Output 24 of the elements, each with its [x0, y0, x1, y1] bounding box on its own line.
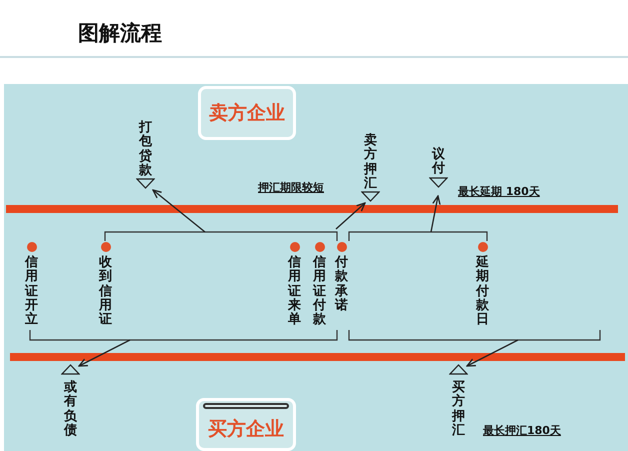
arrow: [78, 339, 130, 367]
company-name: 卖方企业: [209, 100, 285, 126]
vertical-label: 打包贷款: [139, 121, 152, 178]
vertical-label: 收到信用证: [99, 256, 112, 328]
vertical-label: 信用证开立: [25, 256, 38, 328]
note: 最长延期 180天: [458, 184, 540, 200]
company-name: 买方企业: [208, 417, 284, 442]
vertical-label: 议付: [432, 148, 445, 177]
arrow: [466, 339, 518, 367]
vertical-label: 或有负债: [64, 381, 77, 438]
title: 图解流程: [78, 20, 162, 47]
arrow: [152, 189, 206, 232]
vertical-label: 买方押汇: [452, 381, 465, 438]
vertical-label: 信用证付款: [313, 256, 326, 328]
note: 押汇期限较短: [258, 180, 324, 196]
note: 最长押汇180天: [483, 423, 561, 439]
arrow: [336, 202, 366, 230]
vertical-label: 卖方押汇: [364, 134, 377, 192]
vertical-label: 延期付款日: [476, 256, 489, 328]
company-box: [196, 398, 296, 451]
arrow: [430, 195, 441, 232]
vertical-label: 付款承诺: [335, 256, 348, 314]
vertical-label: 信用证来单: [288, 256, 301, 328]
company-box: [198, 86, 296, 140]
